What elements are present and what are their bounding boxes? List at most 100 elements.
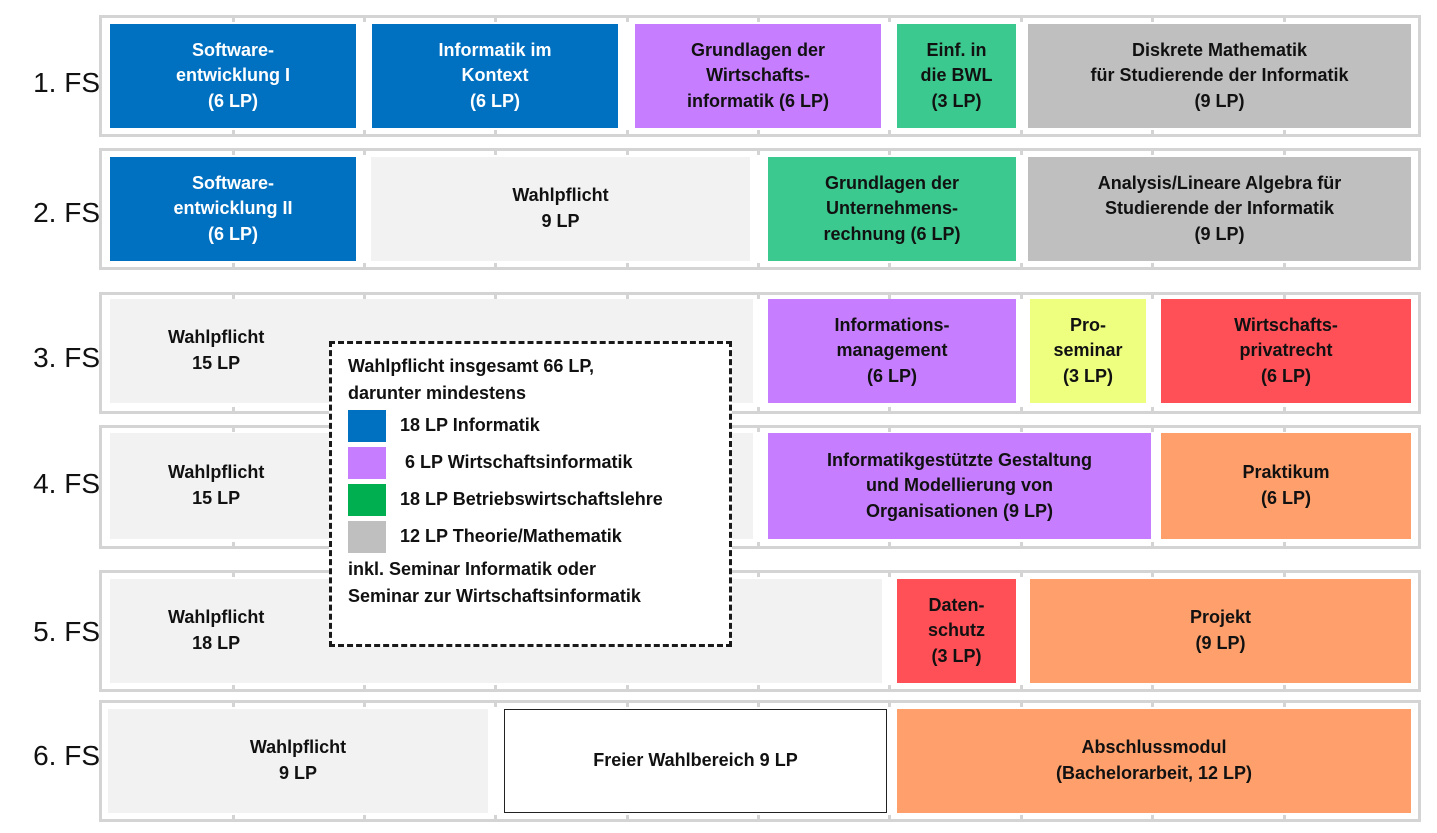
legend-outro: inkl. Seminar Informatik oder Seminar zu… [348, 559, 641, 606]
grid-tick [1151, 407, 1154, 414]
grid-tick [888, 263, 891, 270]
grid-tick [1151, 542, 1154, 549]
grid-tick [626, 685, 629, 692]
module-praktikum: Praktikum (6 LP) [1161, 433, 1411, 539]
grid-tick [1151, 263, 1154, 270]
grid-tick [232, 292, 235, 299]
grid-tick [1151, 130, 1154, 137]
grid-tick [888, 815, 891, 822]
module-einf-bwl: Einf. in die BWL (3 LP) [897, 24, 1016, 128]
grid-tick [232, 685, 235, 692]
grid-tick [888, 542, 891, 549]
grid-tick [232, 15, 235, 22]
grid-tick [888, 292, 891, 299]
grid-tick [1020, 685, 1023, 692]
grid-tick [1020, 130, 1023, 137]
semester-label-5: 5. FS [33, 616, 100, 647]
grid-tick [1020, 263, 1023, 270]
module-analysis-lineare-algebra: Analysis/Lineare Algebra für Studierende… [1028, 157, 1411, 261]
grid-tick [363, 685, 366, 692]
grid-tick [888, 685, 891, 692]
legend-label-bwl: 18 LP Betriebswirtschaftslehre [400, 489, 663, 509]
wahlpflicht-legend: Wahlpflicht insgesamt 66 LP, darunter mi… [329, 341, 732, 647]
module-informatik-im-kontext: Informatik im Kontext (6 LP) [372, 24, 618, 128]
grid-tick [888, 130, 891, 137]
grid-tick [363, 815, 366, 822]
module-datenschutz: Daten- schutz (3 LP) [897, 579, 1016, 683]
grid-tick [626, 15, 629, 22]
legend-swatch-theorie [348, 520, 386, 553]
module-grundlagen-wirtschaftsinformatik: Grundlagen der Wirtschafts- informatik (… [635, 24, 881, 128]
grid-tick [1151, 570, 1154, 577]
module-softwareentwicklung-2: Software- entwicklung II (6 LP) [110, 157, 356, 261]
grid-tick [363, 700, 366, 707]
module-informatikgestuetzte-gestaltung: Informatikgestützte Gestaltung und Model… [768, 433, 1151, 539]
module-freier-wahlbereich: Freier Wahlbereich 9 LP [504, 709, 887, 813]
grid-tick [494, 148, 497, 155]
grid-tick [626, 148, 629, 155]
grid-tick [626, 130, 629, 137]
grid-tick [1020, 148, 1023, 155]
grid-tick [888, 148, 891, 155]
grid-tick [757, 407, 760, 414]
grid-tick [494, 15, 497, 22]
grid-tick [363, 263, 366, 270]
grid-tick [232, 148, 235, 155]
module-wahlpflicht-sem6: Wahlpflicht 9 LP [108, 709, 488, 813]
grid-tick [757, 425, 760, 432]
grid-tick [363, 15, 366, 22]
module-softwareentwicklung-1: Software- entwicklung I (6 LP) [110, 24, 356, 128]
grid-tick [232, 263, 235, 270]
grid-tick [232, 570, 235, 577]
grid-tick [1020, 407, 1023, 414]
grid-tick [494, 292, 497, 299]
legend-item-bwl: 18 LP Betriebswirtschaftslehre [348, 481, 729, 518]
grid-tick [363, 130, 366, 137]
module-wirtschaftsprivatrecht: Wirtschafts- privatrecht (6 LP) [1161, 299, 1411, 403]
legend-swatch-informatik [348, 409, 386, 442]
grid-tick [363, 292, 366, 299]
grid-tick [232, 700, 235, 707]
grid-tick [494, 815, 497, 822]
grid-tick [1151, 815, 1154, 822]
grid-tick [1151, 685, 1154, 692]
grid-tick [626, 700, 629, 707]
grid-tick [626, 263, 629, 270]
legend-label-theorie: 12 LP Theorie/Mathematik [400, 526, 622, 546]
grid-tick [1020, 542, 1023, 549]
grid-tick [1283, 815, 1286, 822]
legend-item-theorie: 12 LP Theorie/Mathematik [348, 518, 729, 555]
module-projekt: Projekt (9 LP) [1030, 579, 1411, 683]
grid-tick [757, 570, 760, 577]
grid-tick [1020, 15, 1023, 22]
grid-tick [232, 542, 235, 549]
semester-label-6: 6. FS [33, 740, 100, 771]
grid-tick [1283, 292, 1286, 299]
grid-tick [757, 130, 760, 137]
grid-tick [757, 292, 760, 299]
grid-tick [888, 15, 891, 22]
legend-swatch-wirtschaftsinformatik [348, 446, 386, 479]
grid-tick [232, 815, 235, 822]
grid-tick [494, 130, 497, 137]
semester-label-1: 1. FS [33, 67, 100, 98]
grid-tick [363, 148, 366, 155]
grid-tick [232, 130, 235, 137]
grid-tick [1020, 425, 1023, 432]
grid-tick [1020, 815, 1023, 822]
grid-tick [757, 15, 760, 22]
grid-tick [1283, 263, 1286, 270]
grid-tick [1283, 130, 1286, 137]
legend-swatch-bwl [348, 483, 386, 516]
grid-tick [757, 685, 760, 692]
grid-tick [626, 815, 629, 822]
legend-label-informatik: 18 LP Informatik [400, 415, 540, 435]
grid-tick [1020, 570, 1023, 577]
grid-tick [1283, 15, 1286, 22]
semester-label-4: 4. FS [33, 468, 100, 499]
grid-tick [494, 700, 497, 707]
grid-tick [757, 700, 760, 707]
semester-label-3: 3. FS [33, 342, 100, 373]
grid-tick [1151, 292, 1154, 299]
grid-tick [888, 425, 891, 432]
